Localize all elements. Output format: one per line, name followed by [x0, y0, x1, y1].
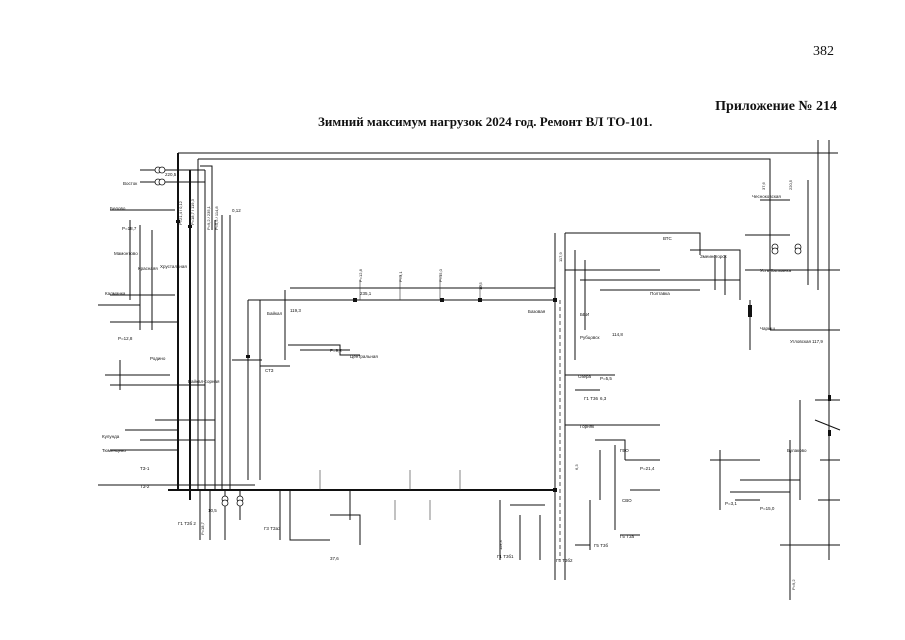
label-vostok: Восток: [123, 181, 137, 186]
svg-text:117,9: 117,9: [558, 252, 563, 262]
svg-text:37,6: 37,6: [761, 181, 766, 190]
svg-text:220,5: 220,5: [788, 179, 793, 190]
label-g5-t3b: Г5 Т3б: [594, 543, 608, 548]
label-zmeinogorsk: Змеиногорск: [700, 254, 727, 259]
svg-text:Р=5,5 / 114,8: Р=5,5 / 114,8: [214, 206, 219, 230]
label-charysh: Чарыш: [760, 326, 775, 331]
svg-text:119,3: 119,3: [498, 540, 503, 550]
label-ts2: ТЗ-2: [140, 484, 150, 489]
svg-text:Р=18,7 / 119,3: Р=18,7 / 119,3: [190, 198, 195, 225]
value-label: 119,3: [290, 308, 301, 313]
label-g1-t36: Г1 Т36: [584, 396, 598, 401]
label-central: Центральная: [350, 354, 378, 359]
label-uglovskaya: Угловская: [790, 339, 812, 344]
value-label: 37,6: [330, 556, 339, 561]
value-label: Р=18,7: [122, 226, 137, 231]
label-g3-t3a3: Г3 ТЗа3: [264, 526, 281, 531]
label-g1-t3b2: Г1 ТЗб 2: [178, 521, 196, 526]
label-krasnaya: Краснаяя: [138, 266, 158, 271]
label-rubtsovsk: Рубцовск: [580, 335, 599, 340]
value-label: 114,8: [612, 332, 623, 337]
svg-text:10,5: 10,5: [478, 281, 483, 290]
value-label: Р=21,4: [640, 466, 655, 471]
value-label: Р=3,1: [725, 501, 737, 506]
appendix-label: Приложение № 214: [715, 99, 837, 114]
value-label: 220,5: [165, 172, 177, 177]
svg-text:Р=18,7: Р=18,7: [200, 521, 205, 535]
label-chesnokovskaya: Чесноковская: [752, 194, 781, 199]
label-bvi: БВИ: [580, 312, 589, 317]
label-gornyak: Горняк: [580, 424, 594, 429]
label-baikal-sh: Байкал-сорная: [188, 378, 220, 384]
svg-text:Р=3,1: Р=3,1: [398, 271, 403, 282]
svg-text:Р=21,4 / 0,12: Р=21,4 / 0,12: [178, 200, 183, 225]
label-baikal-ozera: Озера: [578, 374, 592, 379]
value-label: 117,9: [812, 339, 823, 344]
label-kulunda: Кулунда: [102, 434, 120, 439]
label-g5-t3a: Г5 Т3а: [620, 534, 634, 539]
label-gvo: ГВО: [620, 448, 629, 453]
value-label: 0,12: [232, 208, 241, 213]
value-label: 10,5: [208, 508, 217, 513]
label-kalmanka: Калманка: [105, 291, 126, 296]
label-bazovaya: Базовая: [528, 309, 546, 314]
value-label: 235,1: [360, 291, 372, 296]
page-number: 382: [813, 44, 834, 59]
label-vts: ВТС: [663, 236, 672, 241]
label-ts1: ТЗ-1: [140, 466, 150, 471]
svg-text:6,3: 6,3: [574, 464, 579, 470]
value-label: Р=5,5: [600, 376, 612, 381]
label-tyumentsevo: Тюменцево: [102, 448, 126, 453]
label-poltavka: Полтавка: [650, 291, 670, 296]
svg-text:Р=15,0: Р=15,0: [438, 268, 443, 282]
value-label: Р=15,0: [760, 506, 775, 511]
value-label: 6,3: [600, 396, 607, 401]
label-hrustalnaya: Хрустальная: [160, 264, 187, 269]
label-sts: СТЗ: [265, 368, 274, 373]
vertical-value-stacks: Р=21,4 / 0,12 Р=18,7 / 119,3 Р=9,2 / 235…: [178, 179, 796, 590]
label-rodino: Родино: [150, 356, 166, 361]
label-bulakovo: Булаково: [787, 448, 807, 453]
svg-text:Р=12,8: Р=12,8: [358, 268, 363, 282]
svg-text:Р=9,2 / 235,1: Р=9,2 / 235,1: [206, 205, 211, 230]
value-label: Р=9,2: [330, 348, 342, 353]
label-svo: СВО: [622, 498, 632, 503]
label-belovo: Белово: [110, 206, 126, 211]
label-ust-kalmanka: Усть-Калманка: [760, 268, 792, 273]
value-label: Р=12,8: [118, 336, 133, 341]
label-g5-t3b2: Г5 Т3б2: [556, 558, 573, 563]
label-g1-t3b1: Г1 Т3б1: [497, 554, 514, 559]
diagram-title: Зимний максимум нагрузок 2024 год. Ремон…: [318, 114, 653, 129]
label-baikal: Байкал: [267, 310, 283, 316]
label-mamontovo: Мамонтово: [114, 251, 138, 256]
svg-text:Р=9,2: Р=9,2: [791, 579, 796, 590]
